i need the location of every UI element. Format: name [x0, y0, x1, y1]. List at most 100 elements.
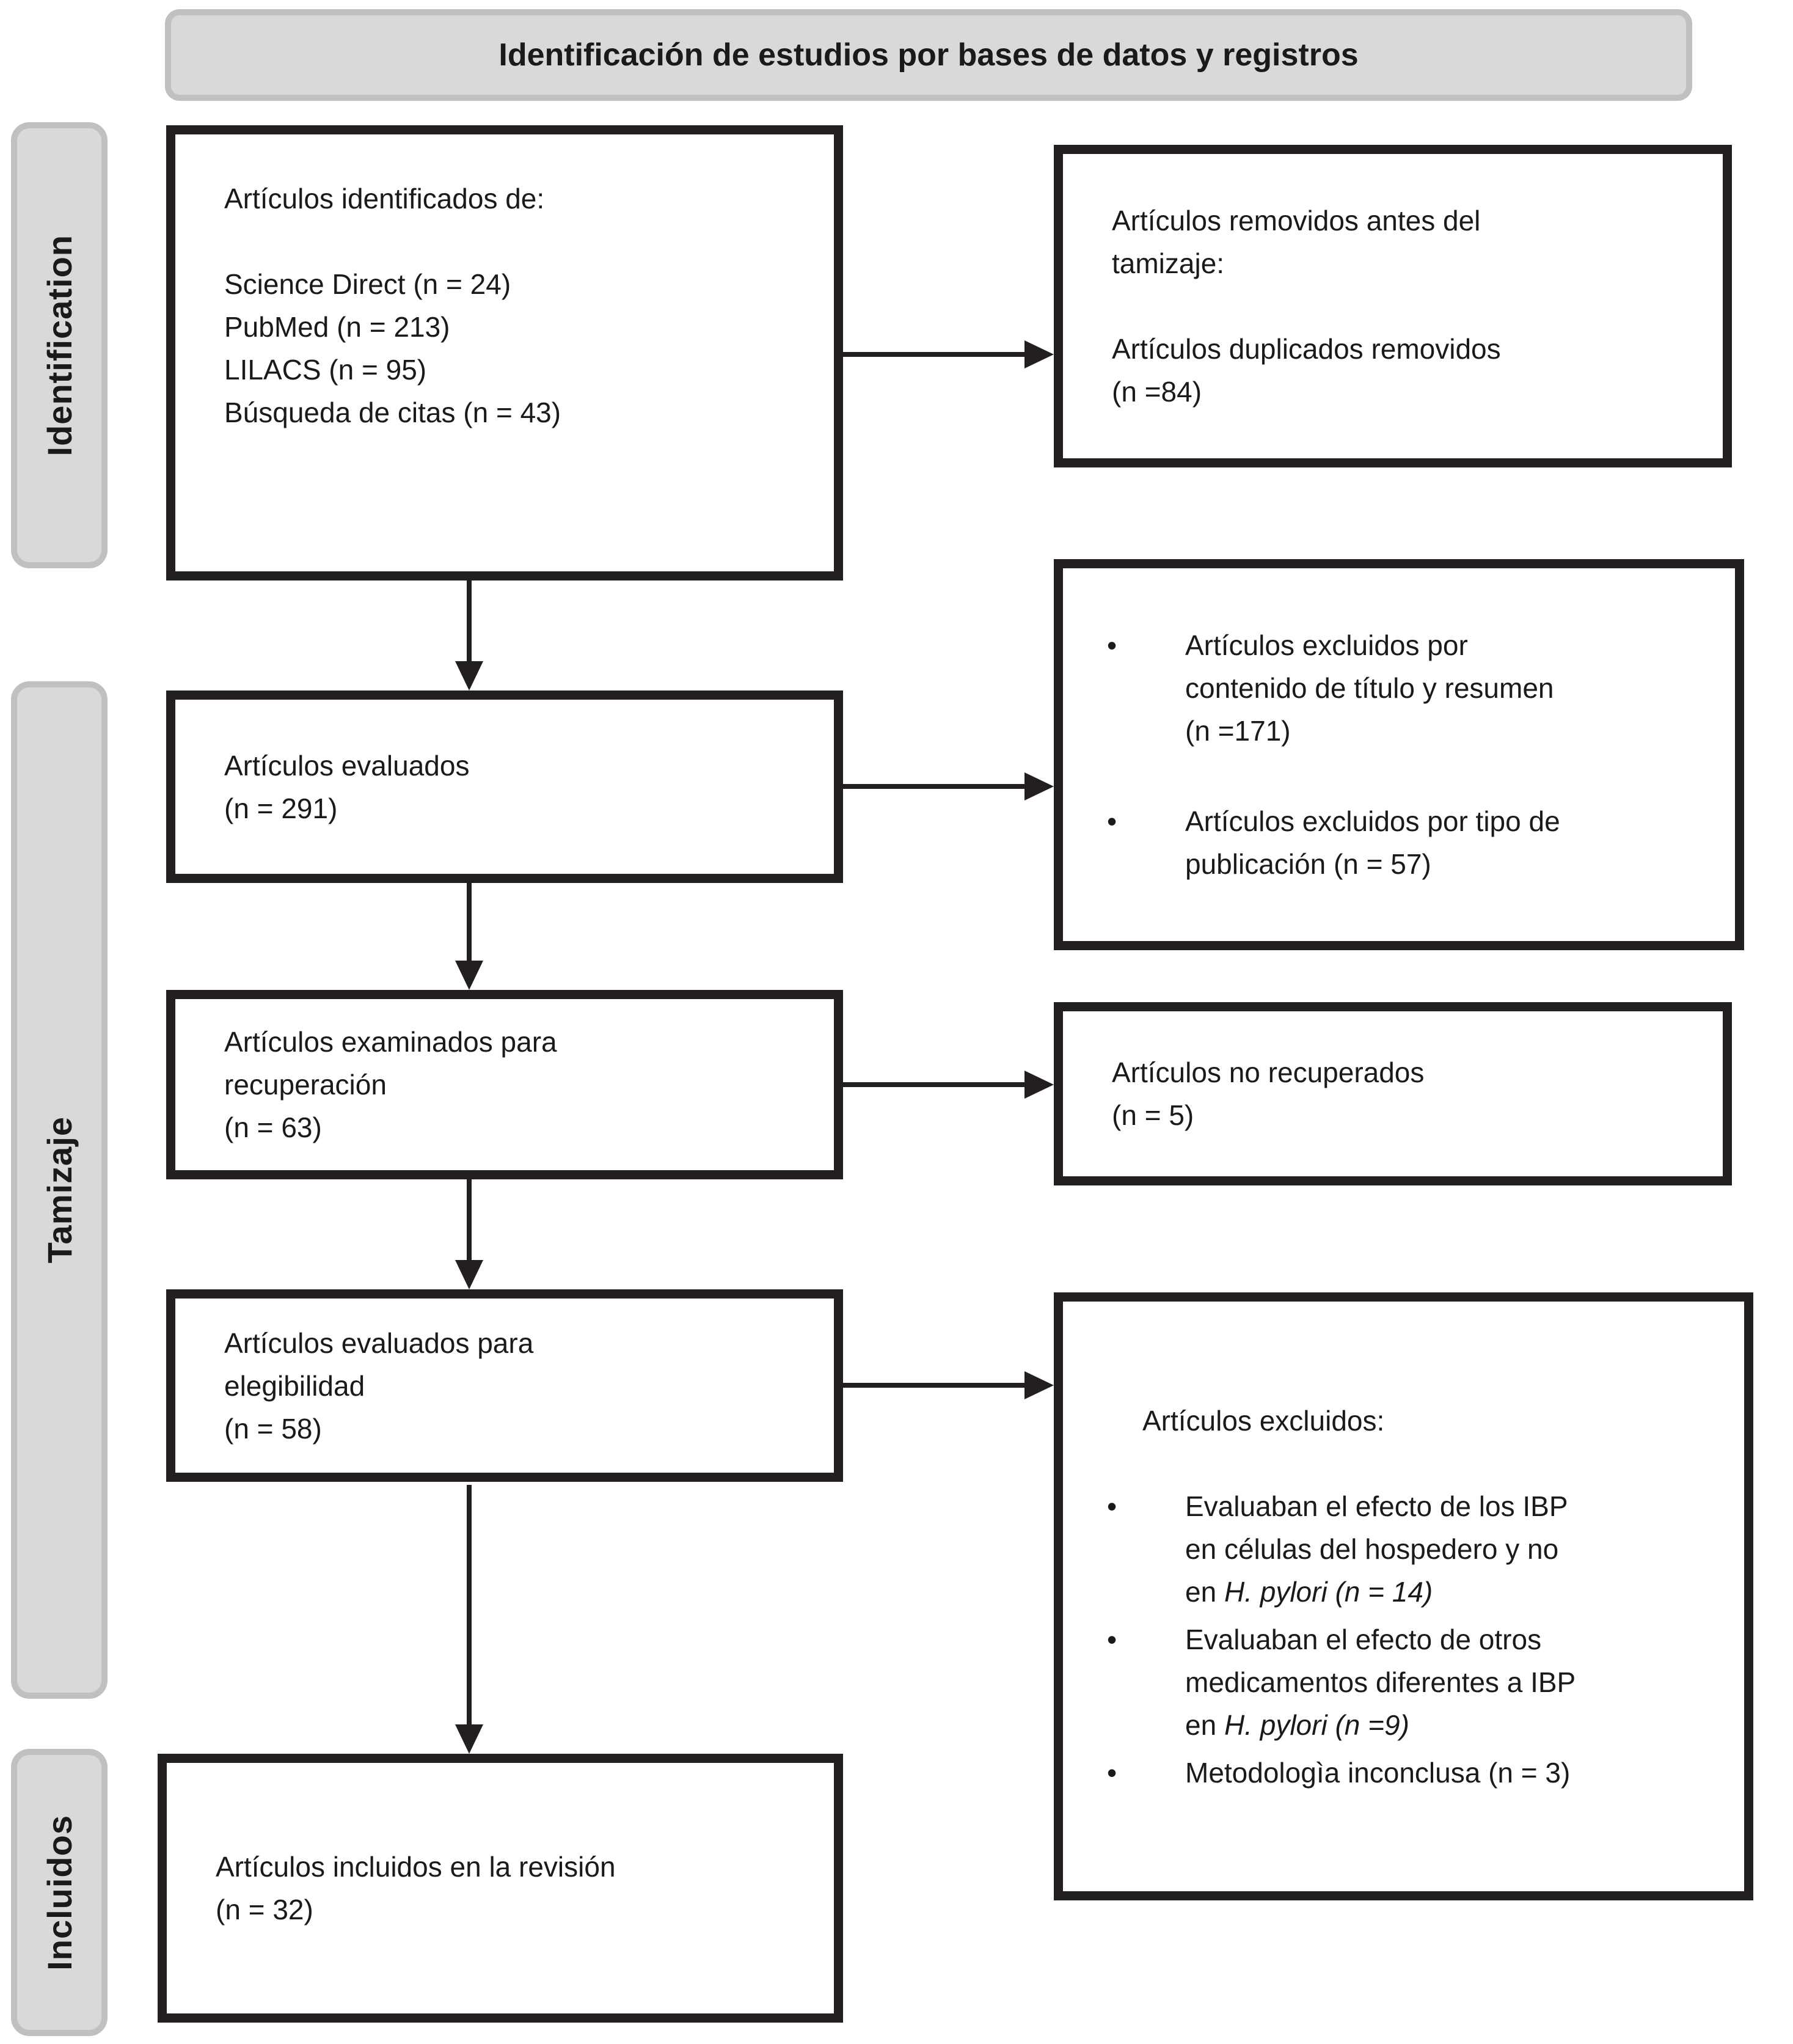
bullet-marker-icon: • — [1107, 1623, 1117, 1655]
text-line: (n = 291) — [224, 792, 338, 824]
arrow-shaft — [843, 1082, 1027, 1087]
text-line: (n =171) — [1185, 715, 1291, 747]
text-line: elegibilidad — [224, 1369, 365, 1402]
text-line: Artículos identificados de: — [224, 183, 545, 214]
box-excluded-eligibility-heading: Artículos excluidos: — [1106, 1399, 1720, 1485]
text-line: Artículos incluidos en la revisión — [216, 1851, 616, 1883]
arrow-shaft — [843, 352, 1027, 357]
stage-label-identification: Identification — [11, 122, 108, 568]
box-not-retrieved: Artículos no recuperados (n = 5) — [1054, 1002, 1732, 1185]
text-line: PubMed (n = 213) — [224, 311, 450, 343]
text-line: en células del hospedero y no — [1185, 1533, 1559, 1565]
text-line: LILACS (n = 95) — [224, 354, 427, 386]
text-line: Evaluaban el efecto de los IBP — [1185, 1490, 1568, 1522]
stage-label-included-text: Incluidos — [40, 1814, 79, 1971]
arrow-shaft — [467, 1485, 472, 1727]
arrow-head-down-icon — [455, 1724, 483, 1754]
arrow-head-down-icon — [455, 661, 483, 690]
arrow-examined-to-not-retrieved — [843, 1071, 1054, 1099]
box-included-review-text: Artículos incluidos en la revisión (n = 3… — [216, 1845, 809, 1931]
arrow-head-down-icon — [455, 961, 483, 990]
arrow-evaluated-to-examined — [455, 883, 483, 990]
text-line — [224, 220, 809, 263]
text-line: en H. pylori (n = 14) — [1185, 1570, 1720, 1613]
box-articles-identified-text: Artículos identificados de: Science Dire… — [224, 177, 809, 434]
box-removed-before-screening: Artículos removidos antes del tamizaje: A… — [1054, 145, 1732, 467]
text-line — [1142, 1442, 1720, 1485]
arrow-head-right-icon — [1024, 340, 1054, 368]
text-line: Artículos duplicados removidos — [1112, 333, 1501, 365]
stage-label-included: Incluidos — [11, 1749, 108, 2036]
box-articles-identified: Artículos identificados de: Science Dire… — [166, 125, 843, 581]
text-line: (n =84) — [1112, 376, 1202, 408]
text-line: recuperación — [224, 1069, 387, 1101]
italic-text: H. pylori (n =9) — [1224, 1709, 1409, 1741]
text-line: (n = 5) — [1112, 1099, 1194, 1131]
bullet-marker-icon: • — [1107, 1756, 1117, 1789]
box-examined-for-retrieval-text: Artículos examinados para recuperación (n … — [224, 1020, 809, 1149]
bullet-item: • Evaluaban el efecto de los IBP en célula… — [1107, 1485, 1720, 1613]
arrow-evaluated-to-excluded — [843, 772, 1054, 800]
arrow-head-right-icon — [1024, 1371, 1054, 1399]
stage-label-identification-text: Identification — [40, 234, 79, 456]
text-line: Artículos examinados para — [224, 1026, 557, 1058]
bullet-item: • Evaluaban el efecto de otros medicamento… — [1107, 1618, 1720, 1746]
text-line: Artículos no recuperados — [1112, 1057, 1425, 1088]
arrow-shaft — [467, 1179, 472, 1262]
bullet-item: • Metodologìa inconclusa (n = 3) — [1107, 1751, 1720, 1794]
bullet-marker-icon: • — [1107, 629, 1117, 661]
text-line: contenido de título y resumen — [1185, 672, 1554, 704]
box-removed-before-screening-text: Artículos removidos antes del tamizaje: A… — [1112, 199, 1698, 413]
text-line: medicamentos diferentes a IBP — [1185, 1666, 1576, 1698]
plain-text: en — [1185, 1575, 1224, 1608]
arrow-shaft — [467, 883, 472, 963]
box-articles-evaluated: Artículos evaluados (n = 291) — [166, 690, 843, 883]
text-line: Artículos evaluados para — [224, 1327, 534, 1359]
arrow-shaft — [843, 1383, 1027, 1388]
text-line: Búsqueda de citas (n = 43) — [224, 397, 561, 428]
arrow-head-right-icon — [1024, 772, 1054, 800]
text-line: Artículos excluidos por tipo de — [1185, 805, 1560, 837]
arrow-eligibility-to-included — [455, 1485, 483, 1754]
arrow-identified-to-removed — [843, 340, 1054, 368]
diagram-title-text: Identificación de estudios por bases de … — [498, 37, 1359, 73]
arrow-eligibility-to-excluded — [843, 1371, 1054, 1399]
diagram-title-banner: Identificación de estudios por bases de … — [165, 9, 1692, 101]
arrow-shaft — [843, 784, 1027, 789]
bullet-marker-icon: • — [1107, 1490, 1117, 1522]
text-line: (n = 32) — [216, 1894, 313, 1925]
text-line: Artículos evaluados — [224, 749, 470, 782]
box-assessed-eligibility: Artículos evaluados para elegibilidad (n =… — [166, 1289, 843, 1482]
text-line: en H. pylori (n =9) — [1185, 1704, 1720, 1746]
italic-text: H. pylori (n = 14) — [1224, 1575, 1433, 1608]
text-line: Evaluaban el efecto de otros — [1185, 1623, 1542, 1655]
arrow-head-down-icon — [455, 1260, 483, 1289]
text-line — [1112, 285, 1698, 328]
text-line: Artículos removidos antes del — [1112, 205, 1481, 236]
text-line: publicación (n = 57) — [1185, 848, 1431, 880]
stage-label-screening: Tamizaje — [11, 681, 108, 1699]
arrow-shaft — [467, 581, 472, 664]
box-included-review: Artículos incluidos en la revisión (n = 3… — [158, 1754, 843, 2023]
text-line: (n = 58) — [224, 1412, 322, 1445]
box-not-retrieved-text: Artículos no recuperados (n = 5) — [1112, 1051, 1698, 1137]
box-assessed-eligibility-text: Artículos evaluados para elegibilidad (n =… — [224, 1322, 809, 1450]
box-examined-for-retrieval: Artículos examinados para recuperación (n … — [166, 990, 843, 1179]
text-line: tamizaje: — [1112, 247, 1225, 279]
bullet-marker-icon: • — [1107, 805, 1117, 837]
stage-label-screening-text: Tamizaje — [40, 1116, 79, 1264]
arrow-examined-to-eligibility — [455, 1179, 483, 1289]
text-line: Artículos excluidos: — [1142, 1404, 1385, 1437]
bullet-item: • Artículos excluidos por tipo de publicac… — [1107, 800, 1711, 885]
plain-text: en — [1185, 1709, 1224, 1741]
text-line: Science Direct (n = 24) — [224, 268, 511, 300]
box-excluded-eligibility-list: • Evaluaban el efecto de los IBP en célula… — [1106, 1485, 1720, 1794]
text-line: (n = 63) — [224, 1112, 322, 1143]
arrow-head-right-icon — [1024, 1071, 1054, 1099]
arrow-identified-to-evaluated — [455, 581, 483, 690]
text-line: Metodologìa inconclusa (n = 3) — [1185, 1756, 1571, 1789]
